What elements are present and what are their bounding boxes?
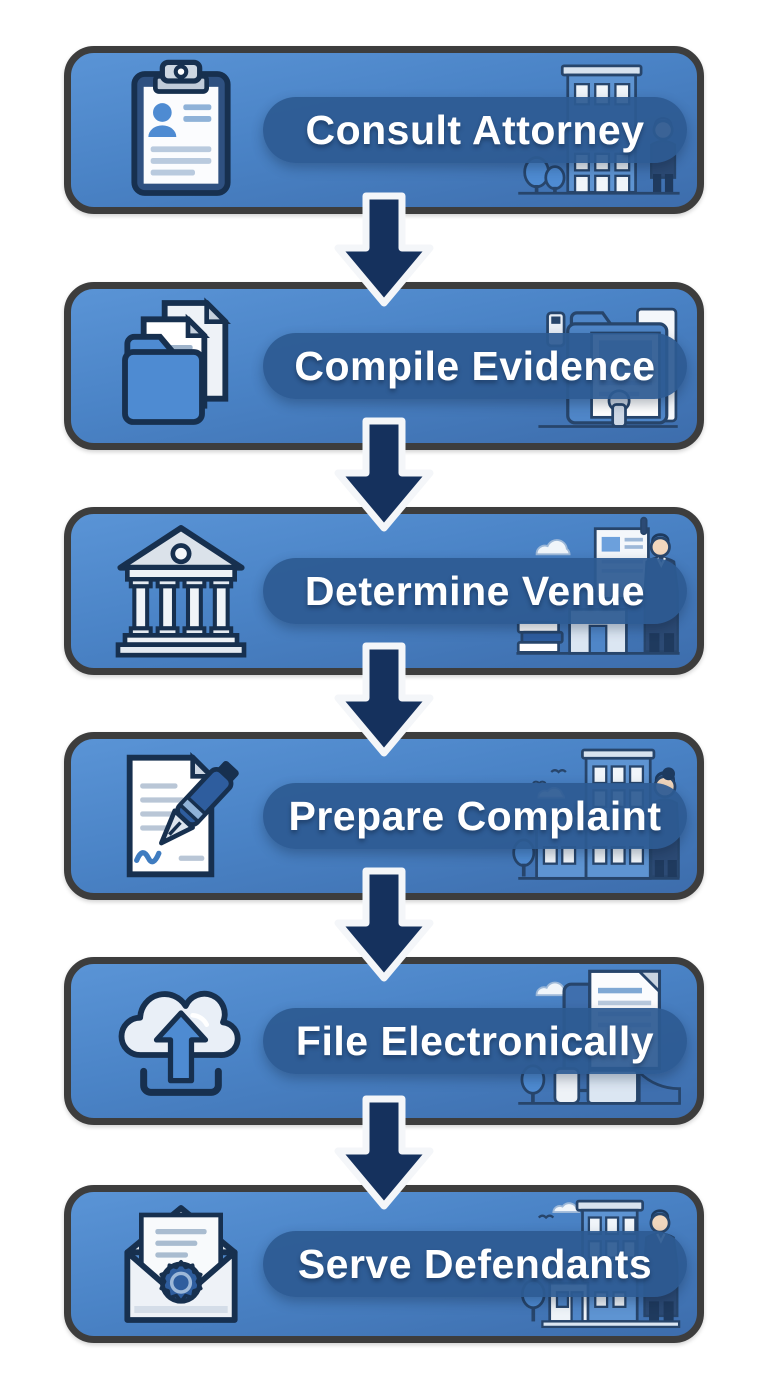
step-card-serve-defendants: Serve Defendants (64, 1185, 704, 1343)
step-label-pill: Serve Defendants (263, 1231, 687, 1297)
step-label: Prepare Complaint (288, 792, 662, 839)
step-label: File Electronically (295, 1017, 655, 1064)
folder-documents-icon (111, 295, 251, 437)
step-label: Determine Venue (304, 567, 646, 614)
document-pen-icon (111, 745, 251, 887)
down-arrow-icon (324, 867, 444, 982)
step-label: Serve Defendants (297, 1240, 653, 1287)
step-label-pill: Prepare Complaint (263, 783, 687, 849)
step-label-pill: File Electronically (263, 1008, 687, 1074)
step-label: Consult Attorney (305, 106, 645, 153)
card-background: Compile Evidence (71, 289, 697, 443)
step-card-consult-attorney: Consult Attorney (64, 46, 704, 214)
card-background: Determine Venue (71, 514, 697, 668)
down-arrow-icon (324, 642, 444, 757)
step-card-determine-venue: Determine Venue (64, 507, 704, 675)
down-arrow-icon (324, 417, 444, 532)
down-arrow-icon (324, 192, 444, 307)
step-label-pill: Determine Venue (263, 558, 687, 624)
cloud-upload-icon (111, 970, 251, 1112)
down-arrow-icon (324, 1095, 444, 1210)
courthouse-icon (111, 520, 251, 662)
card-background: Prepare Complaint (71, 739, 697, 893)
step-label: Compile Evidence (294, 342, 656, 389)
envelope-seal-icon (111, 1193, 251, 1335)
card-background: Serve Defendants (71, 1192, 697, 1336)
card-background: File Electronically (71, 964, 697, 1118)
card-background: Consult Attorney (71, 53, 697, 207)
step-label-pill: Compile Evidence (263, 333, 687, 399)
clipboard-icon (111, 59, 251, 201)
step-label-pill: Consult Attorney (263, 97, 687, 163)
